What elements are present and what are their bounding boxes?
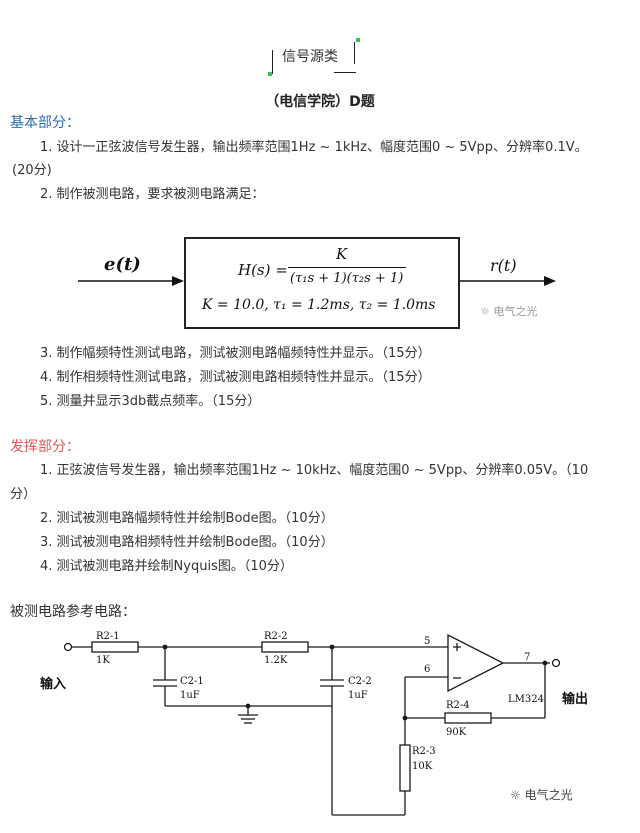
formula-params: K = 10.0, τ₁ = 1.2ms, τ₂ = 1.0ms	[202, 297, 436, 313]
advanced-item-2: 2. 测试被测电路幅频特性并绘制Bode图。（10分）	[40, 511, 334, 526]
circuit-schematic	[63, 633, 561, 816]
formula-numerator: K	[336, 245, 348, 263]
basic-item-2: 2. 制作被测电路，要求被测电路满足：	[40, 187, 265, 202]
basic-heading: 基本部分：	[10, 115, 80, 131]
c21-label: C2-1	[180, 676, 204, 687]
fraction-bar	[288, 267, 406, 268]
reference-heading: 被测电路参考电路：	[10, 604, 136, 620]
basic-item-5: 5. 测量并显示3db截点频率。（15分）	[40, 394, 261, 409]
watermark-top: ☼ 电气之光	[480, 305, 538, 318]
advanced-item-1-cont: 分）	[10, 487, 37, 502]
formula-lhs: H(s) =	[238, 261, 288, 279]
pin6-label: 6	[424, 664, 431, 675]
r24-label: R2-4	[446, 700, 470, 711]
basic-item-4: 4. 制作相频特性测试电路，测试被测电路相频特性并显示。（15分）	[40, 370, 431, 385]
r21-value: 1K	[96, 655, 110, 666]
r22-value: 1.2K	[264, 655, 288, 666]
subtitle: （电信学院）D题	[265, 94, 375, 110]
advanced-heading: 发挥部分：	[10, 439, 80, 455]
frame-left-line	[272, 50, 273, 74]
corner-mark-icon	[356, 38, 360, 42]
watermark-icon: ☼	[480, 305, 490, 318]
advanced-item-1: 1. 正弦波信号发生器，输出频率范围1Hz ~ 10kHz、幅度范围0 ~ 5V…	[40, 463, 589, 478]
r23-value: 10K	[412, 761, 433, 772]
formula-denominator: (τ₁s + 1)(τ₂s + 1)	[290, 271, 404, 286]
corner-mark-icon	[268, 72, 272, 76]
advanced-item-3: 3. 测试被测电路相频特性并绘制Bode图。（10分）	[40, 535, 334, 550]
input-label: 输入	[40, 677, 67, 692]
c22-value: 1uF	[348, 690, 368, 701]
input-signal-label: e(t)	[104, 254, 141, 275]
output-signal-label: r(t)	[490, 256, 517, 275]
output-label: 输出	[562, 692, 589, 707]
r23-label: R2-3	[412, 746, 436, 757]
r24-value: 90K	[446, 727, 467, 738]
watermark-icon: ☼	[510, 788, 521, 802]
pin7-label: 7	[524, 652, 531, 663]
transfer-function-box: H(s) = K (τ₁s + 1)(τ₂s + 1) K = 10.0, τ₁…	[184, 237, 460, 329]
title-frame: 信号源类	[268, 38, 360, 76]
opamp-label: LM324	[508, 694, 544, 705]
frame-bottom-line	[334, 72, 356, 73]
basic-item-1-cont: (20分)	[12, 163, 52, 178]
r21-label: R2-1	[96, 631, 120, 642]
watermark-bottom: ☼ 电气之光	[510, 788, 573, 802]
frame-right-line	[354, 42, 355, 64]
basic-item-3: 3. 制作幅频特性测试电路，测试被测电路幅频特性并显示。（15分）	[40, 346, 431, 361]
c22-label: C2-2	[348, 676, 372, 687]
r22-label: R2-2	[264, 631, 288, 642]
c21-value: 1uF	[180, 690, 200, 701]
basic-item-1: 1. 设计一正弦波信号发生器，输出频率范围1Hz ~ 1kHz、幅度范围0 ~ …	[40, 140, 588, 155]
pin5-label: 5	[424, 636, 431, 647]
title-label: 信号源类	[282, 49, 338, 65]
advanced-item-4: 4. 测试被测电路并绘制Nyquis图。（10分）	[40, 559, 293, 574]
diagram-arrows	[78, 276, 556, 286]
